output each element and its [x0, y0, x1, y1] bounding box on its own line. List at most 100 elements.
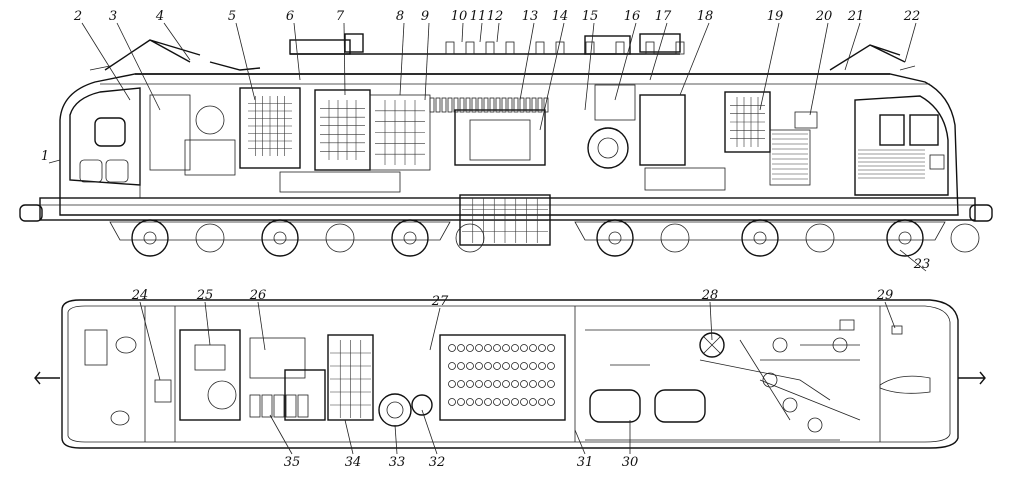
plan-coil-dot: [529, 362, 537, 370]
leader-7: [343, 22, 346, 96]
coil-turn: [513, 97, 519, 113]
panel-5: [239, 87, 301, 169]
leader-20: [809, 22, 829, 116]
plan-coil-dot: [502, 398, 510, 406]
leader-14: [539, 22, 565, 131]
label-33: 33: [389, 455, 406, 470]
plan-row-35-cell: [261, 394, 273, 418]
tank-hatch: [462, 198, 548, 243]
leader-18: [679, 22, 710, 96]
pipe: [699, 359, 831, 401]
label-13: 13: [522, 9, 539, 24]
plan-fan-33-hub: [386, 401, 404, 419]
bogie-frame: [109, 221, 451, 241]
plan-coil-dot: [493, 380, 501, 388]
bogies: [109, 219, 980, 257]
insulator: [615, 41, 625, 55]
insulator: [505, 41, 515, 55]
plan-coupler-right: [958, 371, 986, 385]
leader-8: [399, 22, 405, 96]
plan-box-29: [891, 325, 903, 335]
plan-coil-dot: [475, 344, 483, 352]
coil-turn: [435, 97, 441, 113]
roof-box: [344, 33, 364, 53]
plan-coil-dot: [466, 380, 474, 388]
plan-coil-dot: [466, 344, 474, 352]
motor-3: [195, 105, 225, 135]
roof-insulators: [445, 41, 685, 55]
plan-block-25a: [194, 344, 226, 371]
pipe: [759, 379, 861, 421]
plan-fan-33: [378, 393, 412, 427]
leader-2: [81, 22, 131, 101]
plan-coil-dot: [457, 362, 465, 370]
label-6: 6: [286, 9, 294, 24]
leader-22: [904, 22, 917, 63]
plan-inner: [67, 305, 951, 443]
label-12: 12: [487, 9, 504, 24]
pantograph-right: [829, 44, 906, 71]
vent-20: [769, 129, 811, 186]
horn-left: [89, 65, 111, 71]
leader-11: [479, 22, 483, 43]
plan-coil-dot: [484, 362, 492, 370]
plan-row-35-cell: [273, 394, 285, 418]
spring: [950, 223, 980, 253]
label-35: 35: [284, 455, 301, 470]
plan-tank-30b: [654, 389, 706, 423]
coil-turn: [429, 97, 435, 113]
label-24: 24: [131, 288, 149, 303]
plan-cab-chair: [115, 336, 137, 354]
coil-turn: [447, 97, 453, 113]
coil-turn: [453, 97, 459, 113]
cab-left-window: [94, 117, 126, 147]
coil-turn: [519, 97, 525, 113]
coil-turn: [531, 97, 537, 113]
block-3b: [184, 139, 236, 176]
coil-turn: [477, 97, 483, 113]
plan-coil-dot: [502, 380, 510, 388]
spring: [805, 223, 835, 253]
leader-19: [759, 22, 780, 111]
leader-34: [344, 419, 354, 455]
plan-tank-30a: [589, 389, 641, 423]
leader-21: [844, 22, 861, 71]
wheel: [596, 219, 634, 257]
leader-23: [899, 249, 927, 272]
horn-right: [899, 65, 916, 71]
plan-coil-dot: [538, 344, 546, 352]
plan-cab-seat: [84, 329, 108, 366]
coil-turn: [543, 97, 549, 113]
leader-4: [163, 22, 191, 61]
label-18: 18: [697, 9, 714, 24]
headlight-left: [79, 159, 103, 183]
insulator: [675, 41, 685, 55]
cab-left: [69, 87, 141, 186]
label-5: 5: [228, 9, 236, 24]
label-32: 32: [429, 455, 446, 470]
plan-coil-dot: [547, 344, 555, 352]
plan-motor-25: [207, 380, 237, 410]
leader-13: [519, 22, 535, 101]
underframe: [39, 197, 976, 221]
plan-coil-dot: [484, 344, 492, 352]
bogie-frame: [574, 221, 946, 241]
label-31: 31: [577, 455, 594, 470]
plan-transformer-coils: [448, 344, 555, 406]
valve: [762, 372, 778, 388]
side-elevation: [19, 33, 993, 257]
wheel: [391, 219, 429, 257]
pipe: [739, 339, 791, 421]
leader-29: [884, 301, 896, 329]
plan-coil-dot: [475, 380, 483, 388]
plan-coil-dot: [457, 380, 465, 388]
marker-right: [929, 154, 945, 170]
plan-coil-dot: [511, 344, 519, 352]
plan-block-26: [249, 337, 306, 379]
coil-turn: [525, 97, 531, 113]
leader-31: [574, 429, 586, 455]
valve: [782, 397, 798, 413]
leader-15: [584, 22, 595, 111]
marker-left: [105, 159, 129, 183]
